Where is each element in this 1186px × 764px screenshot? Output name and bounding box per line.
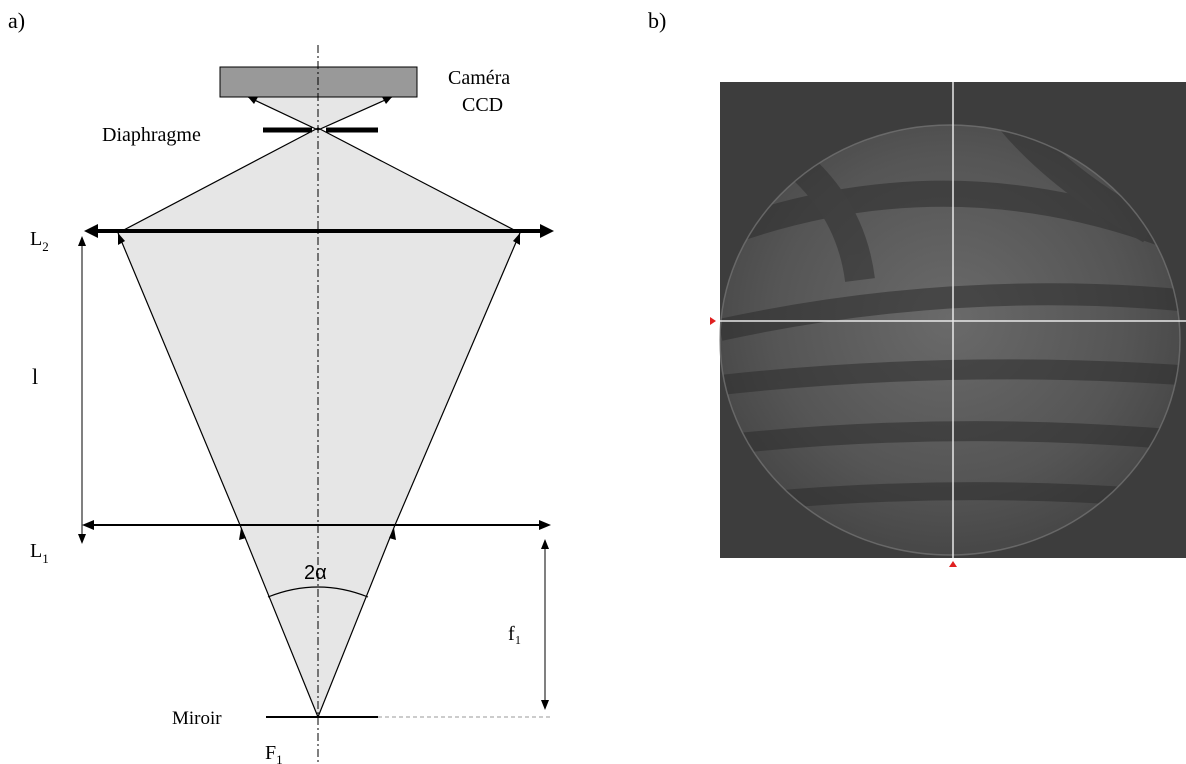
beam-upper-shading [118, 128, 520, 233]
ray-left-mirror-l1 [239, 524, 319, 718]
camera-label-line1: Caméra [448, 67, 510, 89]
mirror-label: Miroir [172, 708, 222, 729]
diaphragm-label: Diaphragme [102, 124, 201, 146]
ray-right-mirror-l1 [317, 524, 396, 718]
camera-label-line2: CCD [462, 94, 503, 116]
ray-l2-left-up [117, 127, 319, 234]
panel-b-tag: b) [648, 8, 666, 33]
focal-label: f₁ [508, 623, 522, 645]
arrowhead-camera-right [382, 97, 392, 104]
disc-rim [719, 124, 1181, 556]
lens-l1-arrow-right [539, 520, 551, 530]
focal-arrow-bottom [541, 700, 549, 710]
crosshair-marker-left [710, 317, 716, 325]
arrowhead-l2-right [513, 233, 520, 245]
ray-l2-right-up [317, 127, 521, 234]
focus-label: F1 [265, 742, 283, 764]
length-arrow-top [78, 236, 86, 246]
lens-l2-arrow-right [540, 224, 554, 238]
lens-l1-label: L1 [30, 540, 49, 566]
length-label: l [32, 364, 38, 389]
arrowhead-l1-right [389, 528, 396, 540]
lens-l2-arrow-left [84, 224, 98, 238]
ray-camera-left [247, 96, 319, 131]
lens-l1-arrow-left [82, 520, 94, 530]
focal-arrow-top [541, 539, 549, 549]
angle-label: 2α [304, 562, 327, 584]
arrowhead-l1-left [239, 528, 246, 540]
optical-setup-diagram: a) [8, 8, 554, 764]
panel-a-tag: a) [8, 8, 25, 33]
beam-middle-shading [118, 233, 520, 525]
angle-arc [267, 586, 369, 598]
length-arrow-bottom [78, 534, 86, 544]
ray-camera-right [317, 96, 393, 131]
interferogram-panel: b) [648, 8, 1186, 567]
arrowhead-camera-left [248, 97, 258, 104]
lens-l2-label: L2 [30, 228, 49, 254]
beam-camera-shading [248, 97, 392, 130]
ray-left-l1-l2 [117, 232, 241, 526]
ray-right-l1-l2 [394, 232, 521, 526]
crosshair-marker-bottom [949, 561, 957, 567]
arrowhead-l2-left [118, 233, 125, 245]
